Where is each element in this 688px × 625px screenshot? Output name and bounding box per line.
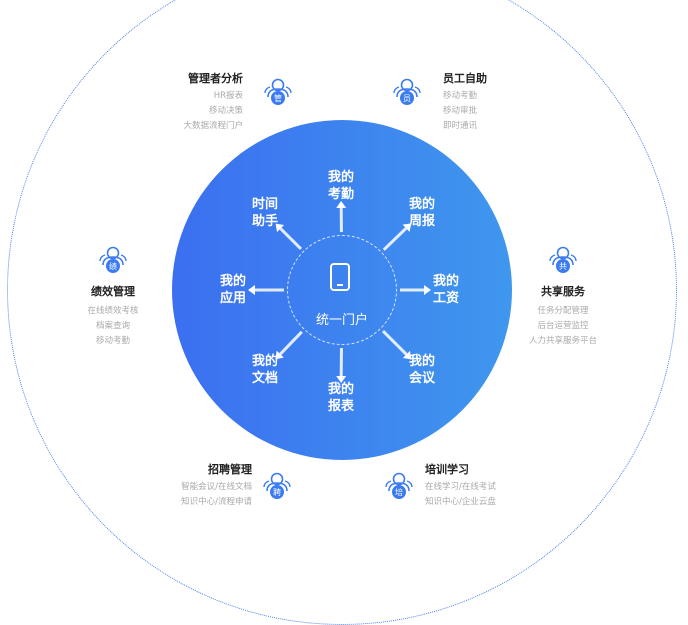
- arrow-report: [336, 348, 346, 383]
- module-feature: 智能会议/在线文档: [181, 480, 252, 495]
- spoke-attendance[interactable]: 我的 考勤: [321, 169, 361, 203]
- arrow-attendance: [336, 201, 346, 232]
- svg-text:共: 共: [559, 262, 567, 271]
- module-feature: 知识中心/企业云盘: [425, 495, 496, 510]
- module-feature: 大数据流程门户: [183, 119, 243, 134]
- module-title: 招聘管理: [181, 461, 252, 477]
- module-feature: 知识中心/流程申请: [181, 495, 252, 510]
- spoke-salary[interactable]: 我的 工资: [426, 273, 466, 307]
- svg-text:员: 员: [403, 94, 411, 103]
- module-title: 共享服务: [503, 283, 623, 299]
- module-feature: 即时通讯: [443, 119, 487, 134]
- user-group-icon: 共: [547, 244, 579, 276]
- svg-text:管: 管: [274, 93, 282, 103]
- user-group-icon: 员: [391, 76, 423, 108]
- spoke-report[interactable]: 我的 报表: [321, 381, 361, 415]
- module-feature: 在线学习/在线考试: [425, 480, 496, 495]
- spoke-time-assistant[interactable]: 时间 助手: [245, 196, 285, 230]
- spoke-weekly-report[interactable]: 我的 周报: [402, 196, 442, 230]
- spoke-applications[interactable]: 我的 应用: [213, 273, 253, 307]
- module-feature: HR报表: [183, 89, 243, 104]
- module-feature: 后台运营监控: [503, 319, 623, 334]
- module-feature: 移动审批: [443, 104, 487, 119]
- module-title: 管理者分析: [183, 70, 243, 86]
- module-feature: 移动考勤: [443, 89, 487, 104]
- module-feature: 任务分配管理: [503, 304, 623, 319]
- svg-text:培: 培: [395, 487, 403, 497]
- arrow-applications: [248, 285, 284, 295]
- svg-text:绩: 绩: [109, 261, 117, 271]
- module-feature: 档案查询: [53, 319, 173, 334]
- user-group-icon: 培: [383, 470, 415, 502]
- spoke-documents[interactable]: 我的 文档: [245, 353, 285, 387]
- module-title: 绩效管理: [53, 283, 173, 299]
- svg-text:聘: 聘: [273, 487, 281, 497]
- module-feature: 在线绩效考核: [53, 304, 173, 319]
- module-feature: 移动决策: [183, 104, 243, 119]
- module-feature: 人力共享服务平台: [503, 334, 623, 349]
- spoke-meeting[interactable]: 我的 会议: [402, 353, 442, 387]
- module-feature: 移动考勤: [53, 334, 173, 349]
- module-title: 员工自助: [443, 70, 487, 86]
- user-group-icon: 聘: [261, 470, 293, 502]
- user-group-icon: 管: [262, 76, 294, 108]
- module-title: 培训学习: [425, 461, 496, 477]
- user-group-icon: 绩: [97, 244, 129, 276]
